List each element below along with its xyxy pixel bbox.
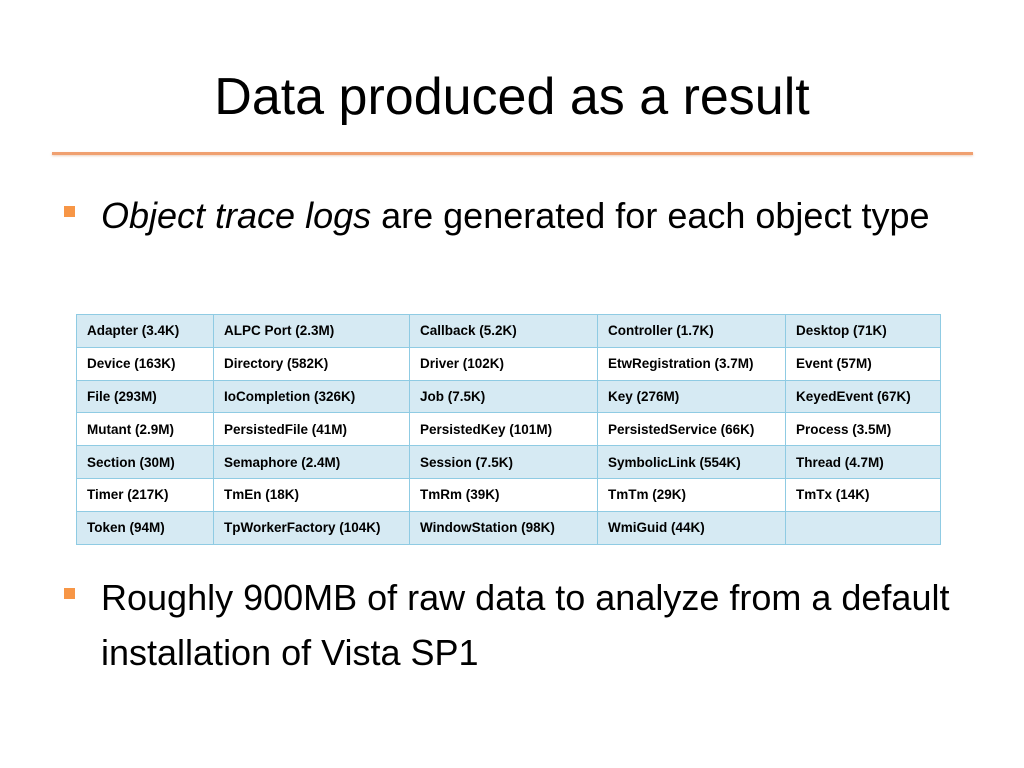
bullet-text: Object trace logs are generated for each… xyxy=(101,188,961,243)
table-cell: PersistedFile (41M) xyxy=(213,412,410,447)
table-cell: Semaphore (2.4M) xyxy=(213,445,410,479)
table-cell: WindowStation (98K) xyxy=(409,510,598,545)
table-row: Adapter (3.4K) ALPC Port (2.3M) Callback… xyxy=(76,314,941,348)
bullet-text: Roughly 900MB of raw data to analyze fro… xyxy=(101,577,950,673)
table-cell: KeyedEvent (67K) xyxy=(785,379,941,414)
table-cell xyxy=(785,510,941,545)
table-cell: PersistedService (66K) xyxy=(597,412,786,447)
table-cell: Token (94M) xyxy=(76,510,214,545)
table-cell: Event (57M) xyxy=(785,346,941,381)
table-cell: TmTx (14K) xyxy=(785,477,941,512)
slide-title: Data produced as a result xyxy=(214,68,810,126)
table-row: Mutant (2.9M) PersistedFile (41M) Persis… xyxy=(76,412,941,447)
square-bullet-icon xyxy=(64,588,75,599)
table-cell: Process (3.5M) xyxy=(785,412,941,447)
table-row: Token (94M) TpWorkerFactory (104K) Windo… xyxy=(76,510,941,545)
table-cell: File (293M) xyxy=(76,379,214,414)
table-cell: TmRm (39K) xyxy=(409,477,598,512)
table-cell: IoCompletion (326K) xyxy=(213,379,410,414)
table-row: Device (163K) Directory (582K) Driver (1… xyxy=(76,346,941,381)
table-cell: Desktop (71K) xyxy=(785,314,941,348)
table-cell: PersistedKey (101M) xyxy=(409,412,598,447)
table-cell: Job (7.5K) xyxy=(409,379,598,414)
table-cell: Mutant (2.9M) xyxy=(76,412,214,447)
table-row: Timer (217K) TmEn (18K) TmRm (39K) TmTm … xyxy=(76,477,941,512)
square-bullet-icon xyxy=(64,206,75,217)
table-cell: Timer (217K) xyxy=(76,477,214,512)
table-cell: EtwRegistration (3.7M) xyxy=(597,346,786,381)
table-cell: TmEn (18K) xyxy=(213,477,410,512)
object-types-table: Adapter (3.4K) ALPC Port (2.3M) Callback… xyxy=(76,314,941,545)
table-cell: Thread (4.7M) xyxy=(785,445,941,479)
bullet-text-rest: are generated for each object type xyxy=(371,195,930,236)
table-cell: SymbolicLink (554K) xyxy=(597,445,786,479)
table-cell: Callback (5.2K) xyxy=(409,314,598,348)
table-cell: Driver (102K) xyxy=(409,346,598,381)
table-cell: Controller (1.7K) xyxy=(597,314,786,348)
table-cell: ALPC Port (2.3M) xyxy=(213,314,410,348)
table-cell: TmTm (29K) xyxy=(597,477,786,512)
table-cell: Directory (582K) xyxy=(213,346,410,381)
table-cell: Device (163K) xyxy=(76,346,214,381)
table-cell: TpWorkerFactory (104K) xyxy=(213,510,410,545)
table-row: Section (30M) Semaphore (2.4M) Session (… xyxy=(76,445,941,479)
title-divider xyxy=(52,152,973,155)
table-cell: Adapter (3.4K) xyxy=(76,314,214,348)
table-cell: Session (7.5K) xyxy=(409,445,598,479)
bullet-emphasis: Object trace logs xyxy=(101,195,372,236)
table-row: File (293M) IoCompletion (326K) Job (7.5… xyxy=(76,379,941,414)
table-cell: WmiGuid (44K) xyxy=(597,510,786,545)
table-cell: Key (276M) xyxy=(597,379,786,414)
table-cell: Section (30M) xyxy=(76,445,214,479)
